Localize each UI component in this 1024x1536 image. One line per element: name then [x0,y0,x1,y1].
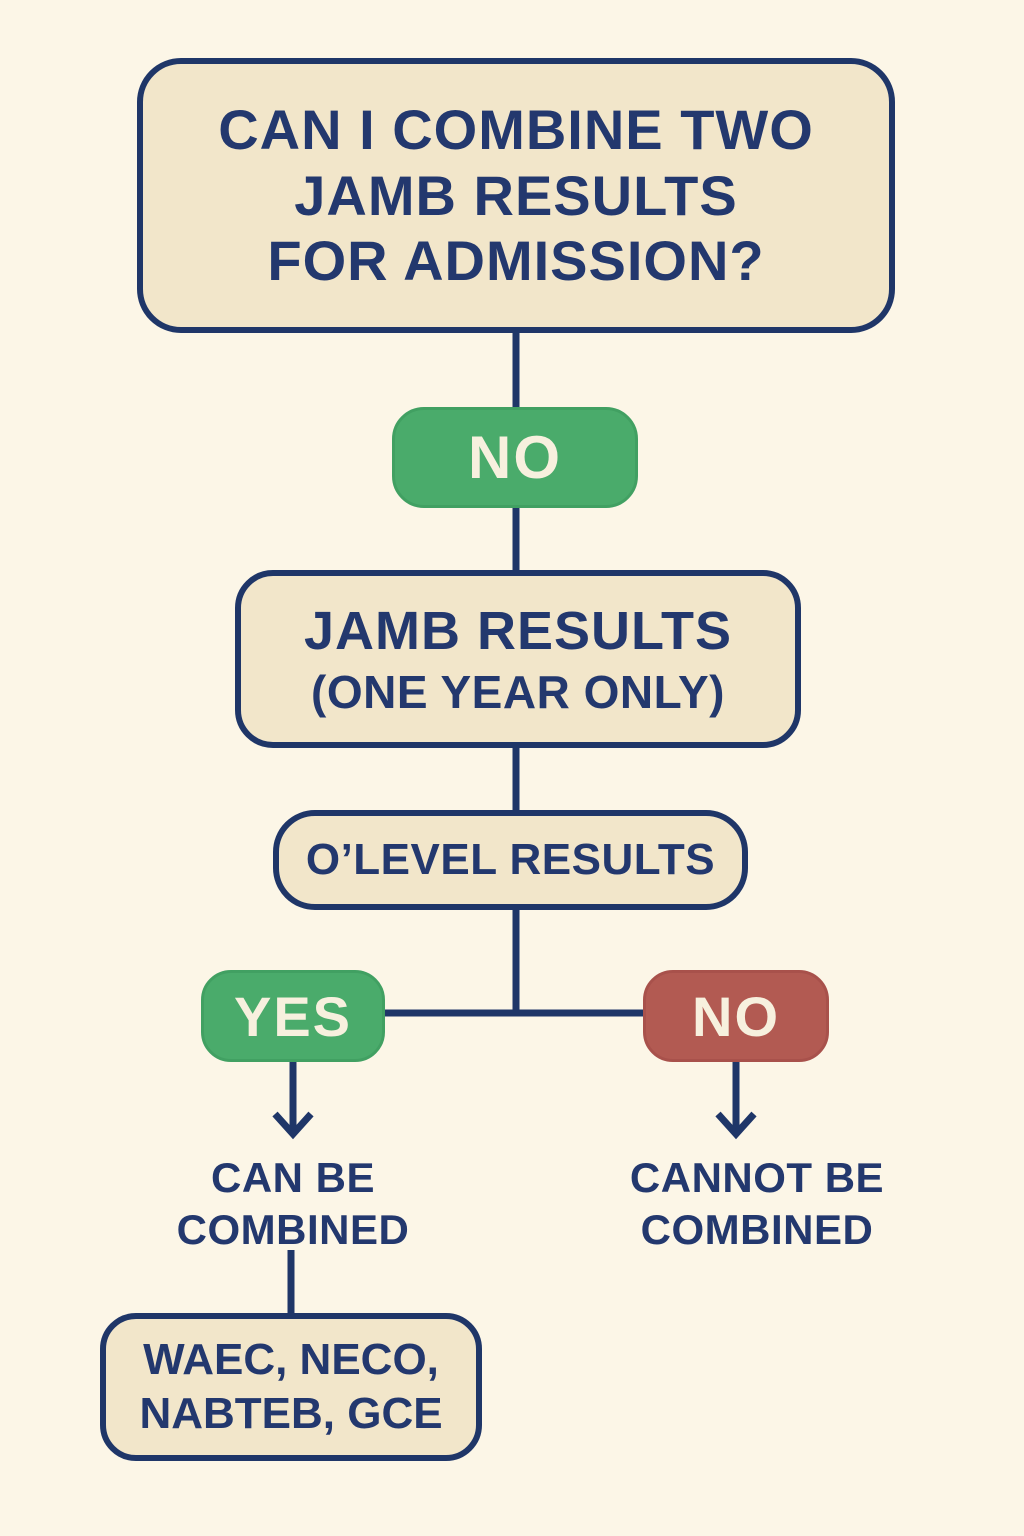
no-badge-right: NO [643,970,829,1062]
jamb-results-label: JAMB RESULTS [303,600,733,661]
jamb-results-box: JAMB RESULTS (ONE YEAR ONLY) [235,570,801,748]
yes-badge: YES [201,970,385,1062]
title-box: CAN I COMBINE TWO JAMB RESULTS FOR ADMIS… [137,58,895,333]
exams-line: WAEC, NECO, [143,1335,439,1385]
no-badge-top: NO [392,407,638,508]
exams-line: NABTEB, GCE [139,1389,443,1438]
exams-box: WAEC, NECO, NABTEB, GCE [100,1313,482,1461]
result-line: CANNOT BE [629,1154,885,1201]
olevel-results-box: O’LEVEL RESULTS [273,810,748,910]
can-be-combined-label: CAN BE COMBINED [143,1152,443,1256]
title-line: CAN I COMBINE TWO [218,98,814,162]
jamb-results-sublabel: (ONE YEAR ONLY) [311,666,725,719]
cannot-be-combined-label: CANNOT BE COMBINED [607,1152,907,1256]
title-line: FOR ADMISSION? [267,229,765,293]
arrow-down-icon [272,1062,314,1140]
result-line: CAN BE [210,1154,375,1201]
title-line: JAMB RESULTS [294,163,738,227]
arrow-down-icon [715,1062,757,1140]
result-line: COMBINED [640,1206,874,1254]
result-line: COMBINED [176,1206,410,1254]
olevel-results-label: O’LEVEL RESULTS [305,835,716,884]
